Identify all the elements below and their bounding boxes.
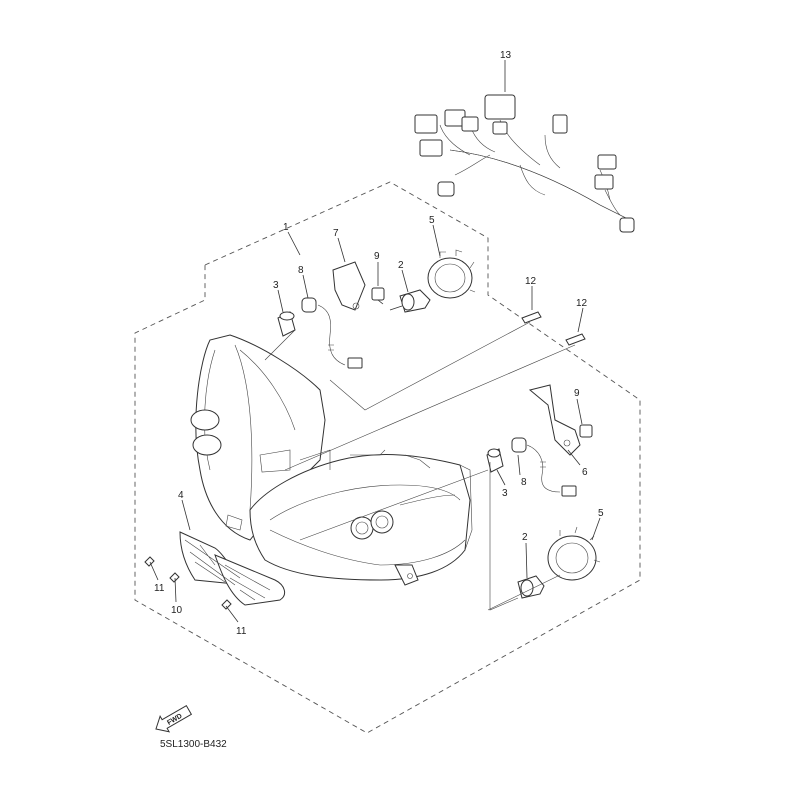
callout-11-bottom: 11 <box>236 626 247 637</box>
diagram-code: 5SL1300-B432 <box>160 739 227 750</box>
callout-9-upper: 9 <box>374 251 380 262</box>
callout-3-lower: 3 <box>502 488 508 499</box>
fwd-label: FWD <box>166 713 183 727</box>
callout-2-lower: 2 <box>522 532 528 543</box>
screws-lower <box>144 556 239 623</box>
callout-10: 10 <box>171 605 183 616</box>
callout-1: 1 <box>283 222 289 233</box>
front-grille <box>179 531 286 606</box>
screws-upper <box>521 311 586 346</box>
callout-8-lower: 8 <box>521 477 527 488</box>
callout-numbers: 1 13 7 8 3 9 2 5 12 12 9 6 8 3 5 2 4 11 … <box>154 50 604 637</box>
lower-bulb-parts <box>486 384 601 599</box>
upper-bulb-parts <box>277 249 476 369</box>
callout-12-upper: 12 <box>525 276 537 287</box>
callout-8-upper: 8 <box>298 265 304 276</box>
callout-2-upper: 2 <box>398 260 404 271</box>
fwd-arrow-icon <box>155 704 193 733</box>
callout-12-right: 12 <box>576 298 588 309</box>
callout-13: 13 <box>500 50 512 61</box>
leader-lines <box>181 60 601 611</box>
headlight-housing <box>190 334 473 586</box>
callout-6: 6 <box>582 467 588 478</box>
callout-7: 7 <box>333 228 339 239</box>
callout-5-upper: 5 <box>429 215 435 226</box>
callout-9-lower: 9 <box>574 388 580 399</box>
callout-4: 4 <box>178 490 184 501</box>
fwd-arrow: FWD <box>155 704 193 733</box>
callout-11-left: 11 <box>154 583 165 594</box>
wire-harness <box>414 94 635 233</box>
callout-3-upper: 3 <box>273 280 279 291</box>
callout-5-lower: 5 <box>598 508 604 519</box>
